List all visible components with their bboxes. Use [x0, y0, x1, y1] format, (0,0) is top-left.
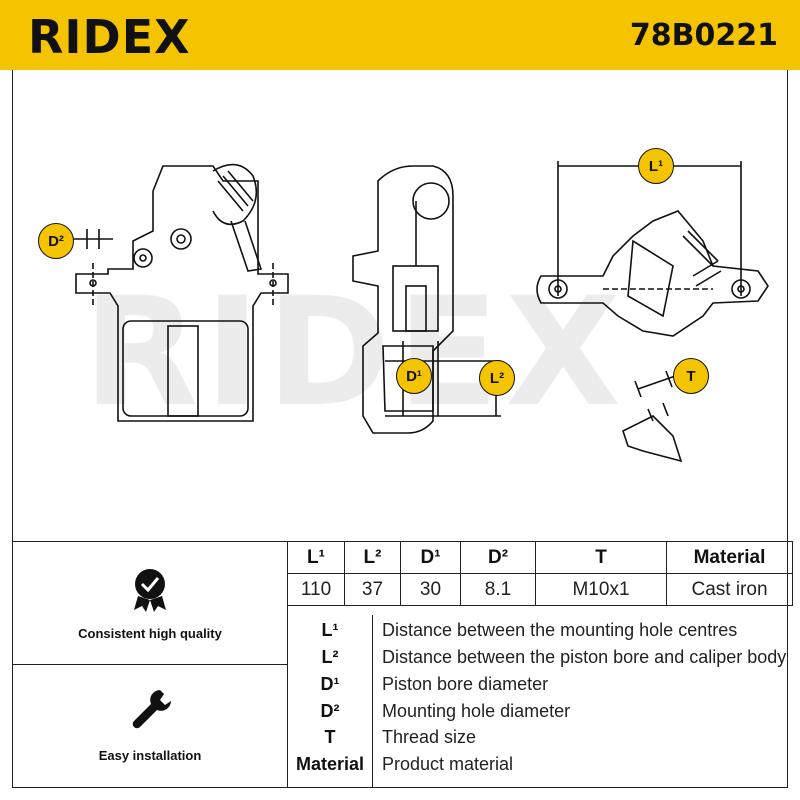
spec-value-d1: 30	[400, 573, 461, 606]
spec-header-d1: D¹	[400, 541, 461, 574]
spec-header-l2: L²	[344, 541, 401, 574]
label-d2: D²	[38, 223, 74, 259]
legend-key: L¹	[321, 620, 339, 640]
header-bar: RIDEX 78B0221	[0, 0, 800, 70]
technical-drawing: RIDEX	[13, 71, 787, 541]
spec-value-row: 110 37 30 8.1 M10x1 Cast iron	[287, 573, 793, 606]
legend-desc: Distance between the piston bore and cal…	[382, 647, 787, 667]
legend-divider	[372, 615, 373, 788]
legend-desc: Product material	[382, 754, 514, 774]
part-number: 78B0221	[629, 18, 778, 53]
wrench-icon	[132, 690, 171, 729]
spec-value-l2: 37	[344, 573, 401, 606]
content-frame	[12, 70, 788, 788]
legend-key: Material	[295, 754, 365, 774]
legend-desc: Distance between the mounting hole centr…	[382, 620, 738, 640]
feature-quality-label: Consistent high quality	[78, 626, 222, 641]
label-t: T	[673, 358, 709, 394]
spec-header-material: Material	[666, 541, 793, 574]
label-d1: D¹	[396, 358, 432, 394]
legend-row: L² Distance between the piston bore and …	[287, 647, 787, 673]
spec-header-d2: D²	[460, 541, 536, 574]
legend-desc: Thread size	[382, 727, 477, 747]
spec-header-t: T	[535, 541, 667, 574]
legend-desc: Mounting hole diameter	[382, 701, 571, 721]
spec-value-t: M10x1	[535, 573, 667, 606]
legend-key: D¹	[320, 674, 340, 694]
legend-desc: Piston bore diameter	[382, 674, 549, 694]
legend-row: L¹ Distance between the mounting hole ce…	[287, 620, 787, 646]
spec-value-d2: 8.1	[460, 573, 536, 606]
legend-row: Material Product material	[287, 754, 787, 780]
caliper-drawing	[58, 161, 769, 463]
legend-key: T	[324, 727, 336, 747]
label-l2: L²	[479, 360, 515, 396]
label-l1: L¹	[638, 148, 674, 184]
spec-header-l1: L¹	[287, 541, 345, 574]
watermark: RIDEX	[83, 266, 627, 440]
quality-badge-icon	[134, 569, 166, 612]
legend-key: D²	[320, 701, 340, 721]
spec-header-row: L¹ L² D¹ D² T Material	[287, 541, 793, 574]
legend-row: D¹ Piston bore diameter	[287, 674, 787, 700]
legend-row: T Thread size	[287, 727, 787, 753]
spec-value-material: Cast iron	[666, 573, 793, 606]
separator-vertical	[287, 541, 288, 788]
brand-logo: RIDEX	[28, 10, 191, 64]
legend-key: L²	[321, 647, 339, 667]
feature-installation-label: Easy installation	[98, 748, 202, 763]
legend-row: D² Mounting hole diameter	[287, 701, 787, 727]
separator-feature	[12, 664, 287, 665]
spec-value-l1: 110	[287, 573, 345, 606]
spec-table: L¹ L² D¹ D² T Material 110 37 30 8.1 M10…	[287, 541, 793, 606]
